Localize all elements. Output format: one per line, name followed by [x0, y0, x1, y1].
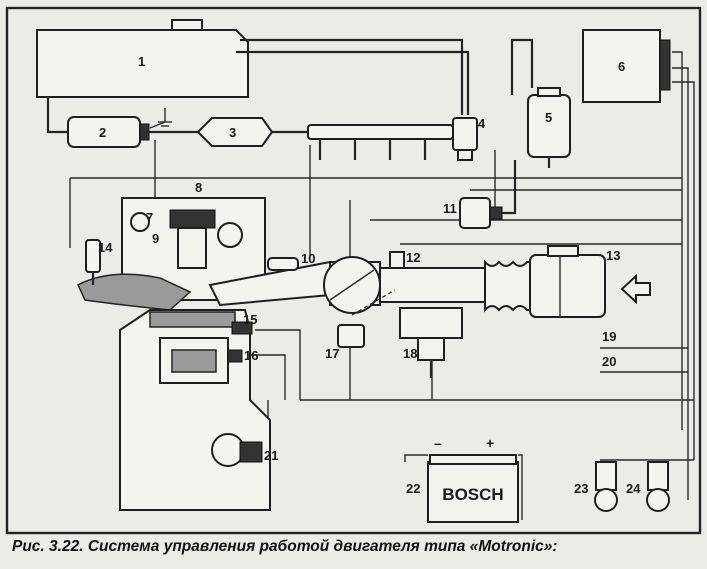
- label-7: 7: [146, 210, 153, 225]
- label-6: 6: [618, 59, 625, 74]
- label-16: 16: [244, 348, 258, 363]
- ignition-module: [399, 307, 463, 378]
- label-14: 14: [98, 240, 113, 255]
- battery-minus: –: [434, 435, 442, 451]
- relay-23: [594, 459, 694, 512]
- oxygen-sensor: [85, 239, 101, 285]
- knock-sensor: [227, 349, 243, 363]
- label-9: 9: [152, 231, 159, 246]
- label-8: 8: [195, 180, 202, 195]
- air-flow-meter: [529, 245, 606, 318]
- purge-solenoid-valve: [459, 160, 517, 229]
- arrow-left-icon: [620, 273, 651, 305]
- label-24: 24: [626, 481, 641, 496]
- diagram-frame: [5, 6, 702, 535]
- label-20: 20: [602, 354, 616, 369]
- ground-symbol-icon: [149, 108, 172, 129]
- engine-block: [119, 309, 271, 511]
- pressure-regulator: [452, 117, 478, 161]
- battery-brand: BOSCH: [442, 485, 503, 504]
- label-17: 17: [325, 346, 339, 361]
- label-11: 11: [443, 201, 457, 216]
- label-4: 4: [478, 116, 486, 131]
- label-13: 13: [606, 248, 620, 263]
- coolant-temperature-sensor: [231, 321, 253, 335]
- label-1: 1: [138, 54, 145, 69]
- electronic-control-unit: [582, 29, 695, 500]
- label-19: 19: [602, 329, 616, 344]
- label-12: 12: [406, 250, 420, 265]
- label-3: 3: [229, 125, 236, 140]
- label-5: 5: [545, 110, 552, 125]
- crankshaft-position-sensor: [239, 441, 263, 463]
- label-23: 23: [574, 481, 588, 496]
- fuel-tank: [36, 19, 249, 98]
- label-2: 2: [99, 125, 106, 140]
- air-temperature-sensor: [267, 257, 299, 271]
- fuel-pump: [67, 116, 150, 148]
- figure-caption: Рис. 3.22. Система управления работой дв…: [12, 538, 558, 555]
- label-21: 21: [264, 448, 278, 463]
- carbon-canister: [510, 38, 571, 168]
- battery: BOSCH – +: [404, 435, 523, 523]
- label-10: 10: [301, 251, 315, 266]
- idle-air-valve: [337, 289, 396, 348]
- signal-wiring: [69, 140, 694, 450]
- air-intake-duct: [379, 259, 531, 313]
- fuel-lines: [46, 38, 470, 134]
- label-15: 15: [243, 312, 257, 327]
- battery-plus: +: [486, 435, 494, 451]
- label-18: 18: [403, 346, 417, 361]
- fuel-filter: [196, 117, 274, 147]
- relay-24: [646, 461, 670, 512]
- fuel-rail: [307, 124, 454, 160]
- throttle-body: [323, 256, 381, 314]
- label-22: 22: [406, 481, 420, 496]
